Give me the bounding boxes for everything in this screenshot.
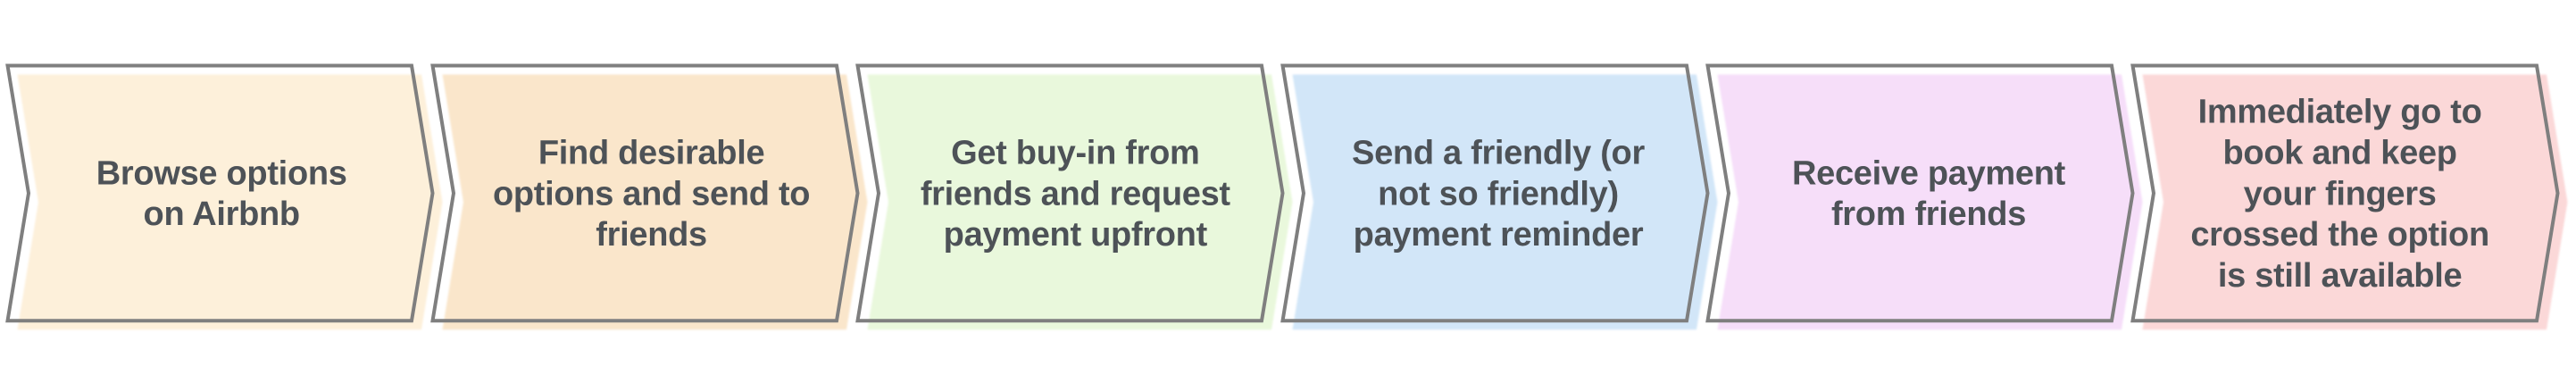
svg-text:crossed the option: crossed the option [2190, 216, 2489, 254]
svg-text:Receive payment: Receive payment [1792, 154, 2066, 192]
svg-text:not so friendly): not so friendly) [1378, 175, 1619, 212]
svg-text:Immediately go to: Immediately go to [2198, 94, 2482, 131]
svg-text:Browse options: Browse options [96, 154, 347, 192]
svg-text:options and send to: options and send to [493, 175, 810, 212]
svg-text:book and keep: book and keep [2223, 135, 2457, 172]
svg-text:friends: friends [596, 216, 707, 254]
svg-text:Send a friendly (or: Send a friendly (or [1352, 135, 1645, 172]
svg-text:from friends: from friends [1831, 196, 2026, 233]
svg-text:payment upfront: payment upfront [944, 216, 1208, 254]
svg-text:on Airbnb: on Airbnb [144, 196, 300, 233]
svg-text:is still available: is still available [2218, 257, 2462, 295]
svg-text:Get buy-in from: Get buy-in from [951, 135, 1199, 172]
svg-text:friends and request: friends and request [921, 175, 1231, 212]
svg-text:Find desirable: Find desirable [538, 135, 764, 172]
svg-text:payment reminder: payment reminder [1354, 216, 1644, 254]
svg-text:your fingers: your fingers [2244, 175, 2437, 212]
